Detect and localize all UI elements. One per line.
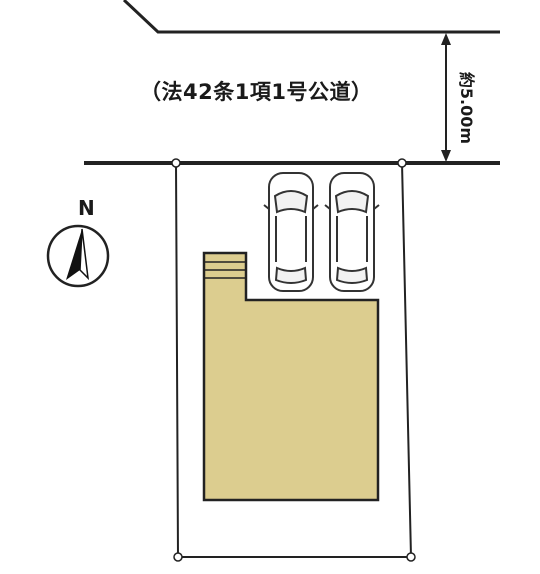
parked-car	[324, 172, 380, 292]
boundary-marker	[173, 552, 183, 562]
north-compass-icon	[46, 224, 110, 288]
boundary-marker	[397, 158, 407, 168]
road-width-label: 約5.00m	[457, 71, 476, 145]
north-label: N	[78, 196, 95, 220]
building-footprint	[202, 251, 380, 502]
road-label: （法42条1項1号公道）	[140, 80, 373, 104]
boundary-marker	[171, 158, 181, 168]
parked-car	[263, 172, 319, 292]
road-width-dimension	[441, 33, 451, 162]
boundary-marker	[406, 552, 416, 562]
road-upper-edge	[122, 0, 500, 34]
entrance-steps	[204, 261, 246, 279]
